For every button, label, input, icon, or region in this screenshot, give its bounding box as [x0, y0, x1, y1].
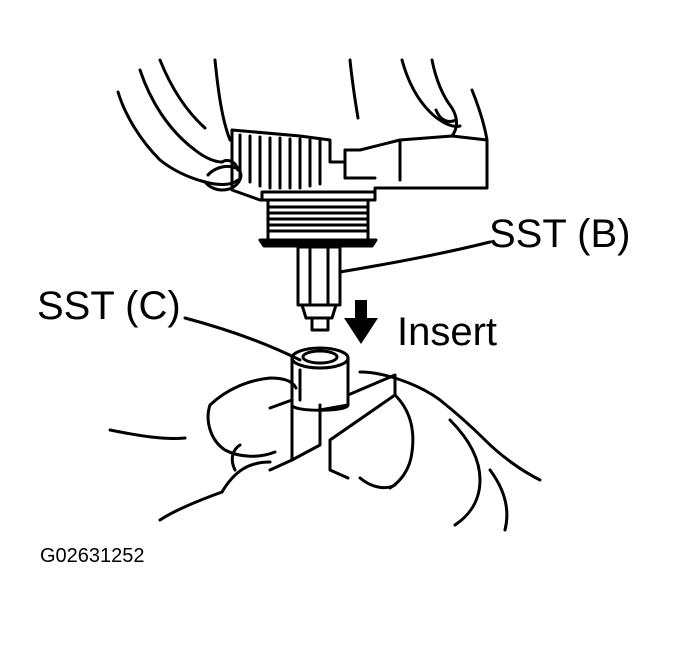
figure-code: G02631252 — [40, 545, 145, 567]
alternator-housing — [232, 130, 487, 200]
sst-b-label: SST (B) — [489, 212, 631, 256]
lower-hands — [110, 372, 540, 530]
insert-label: Insert — [397, 310, 498, 354]
sst-c-leader — [185, 318, 300, 360]
pulley — [260, 200, 376, 246]
sst-c-tool — [292, 348, 348, 410]
sst-b-leader — [340, 242, 490, 272]
sst-c-label: SST (C) — [37, 284, 181, 328]
down-arrow-icon — [344, 300, 378, 344]
upper-hands — [118, 60, 487, 190]
vise-block — [270, 375, 395, 478]
sst-b-tool — [298, 247, 340, 330]
